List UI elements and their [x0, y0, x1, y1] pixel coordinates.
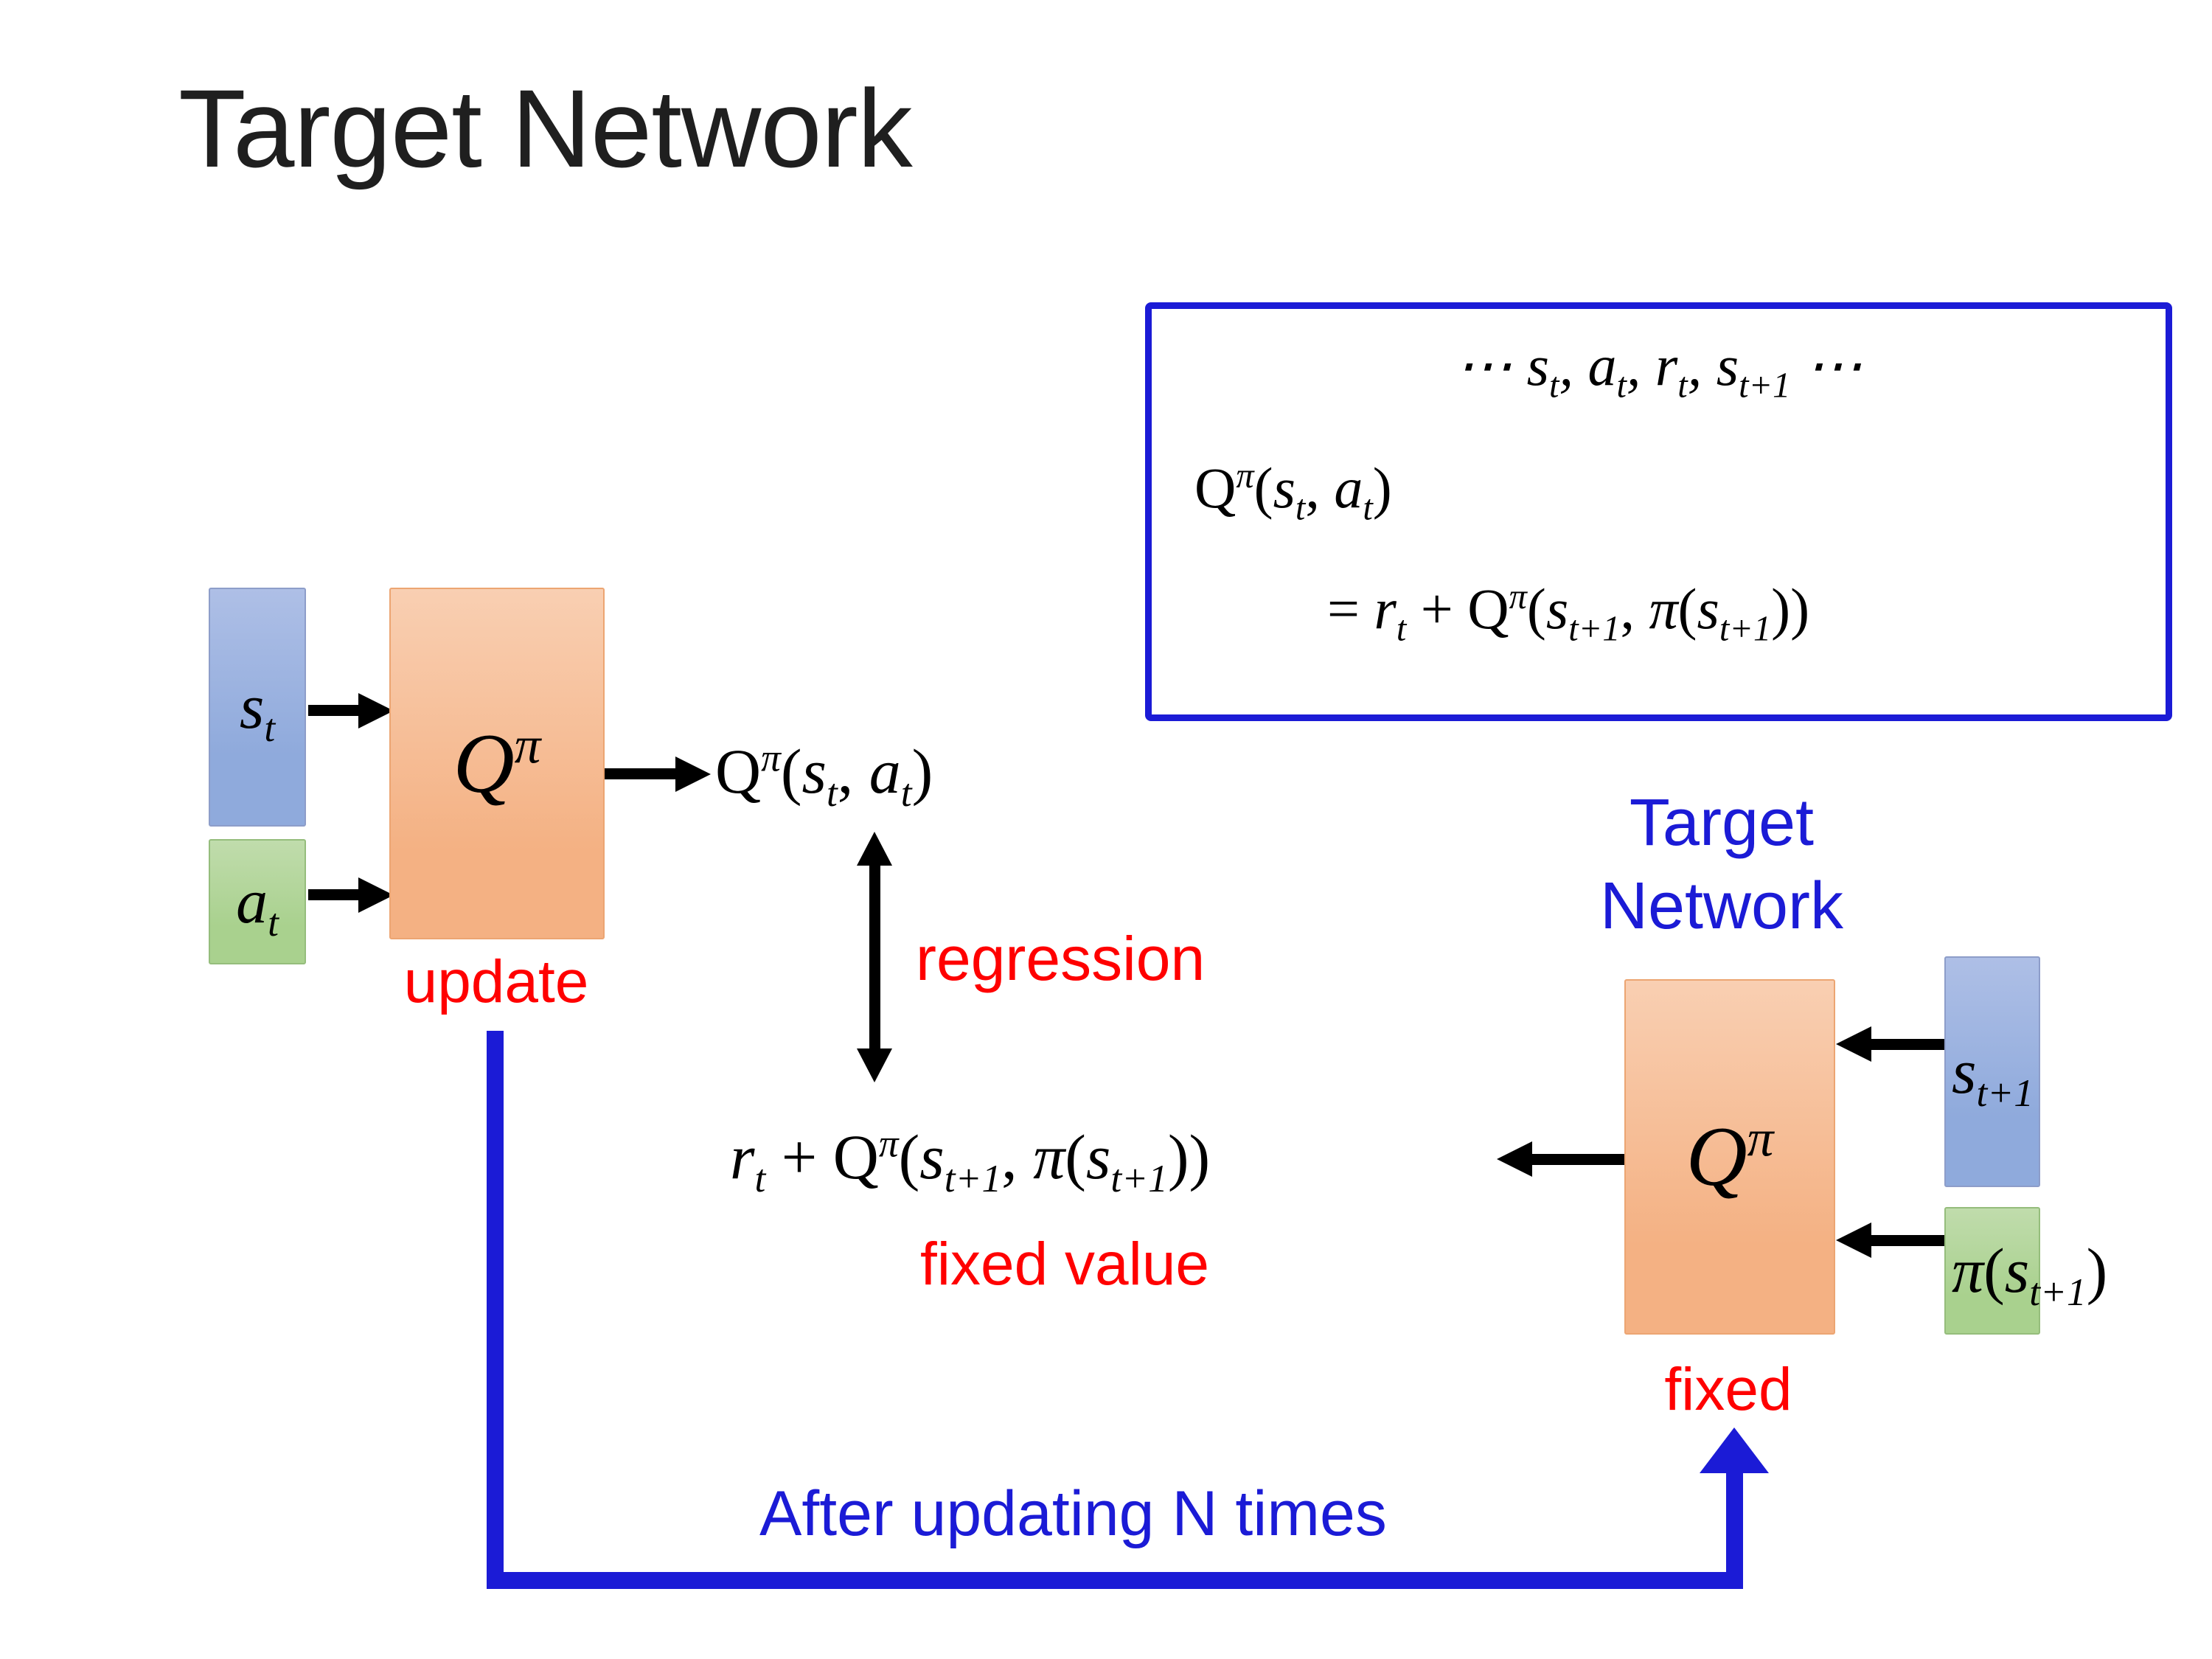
- target-network-label: Qπ: [1686, 1109, 1774, 1203]
- policy-input-box: π(st+1): [1944, 1207, 2107, 1335]
- q-network-label: Qπ: [453, 716, 541, 810]
- state-input-label: st: [239, 671, 276, 751]
- q-output-formula: Qπ(st, at): [715, 735, 933, 815]
- arrow-shaft: [308, 705, 361, 716]
- equation-box: ⋯ st, at, rt, st+1 ⋯ Qπ(st, at) = rt + Q…: [1145, 302, 2172, 721]
- fixed-value-label: fixed value: [920, 1231, 1210, 1298]
- arrow-head: [1836, 1026, 1871, 1062]
- bellman-formula: = rt + Qπ(st+1, π(st+1)): [1327, 577, 1810, 649]
- arrow-head: [675, 757, 711, 792]
- next-state-input-box: st+1: [1944, 956, 2040, 1187]
- target-network-title: Target Network: [1599, 786, 1844, 943]
- action-input-box: at: [209, 839, 306, 964]
- arrow-head: [857, 1048, 892, 1082]
- target-network-box: Qπ: [1624, 979, 1835, 1335]
- arrow-shaft: [1870, 1235, 1944, 1246]
- next-state-input-label: st+1: [1952, 1035, 2034, 1116]
- state-input-box: st: [209, 588, 306, 827]
- arrow-shaft: [308, 889, 361, 900]
- loop-arrow-head: [1700, 1427, 1769, 1473]
- target-value-formula: rt + Qπ(st+1, π(st+1)): [730, 1121, 1211, 1201]
- loop-segment-up: [1726, 1472, 1743, 1589]
- arrow-head: [358, 877, 394, 913]
- regression-label: regression: [916, 924, 1206, 993]
- loop-segment-down: [487, 1031, 504, 1589]
- arrow-head: [358, 693, 394, 728]
- arrow-shaft: [869, 864, 880, 1050]
- policy-input-label: π(st+1): [1952, 1234, 2108, 1315]
- arrow-head: [1836, 1222, 1871, 1258]
- update-label: update: [403, 948, 589, 1015]
- arrow-shaft: [1870, 1039, 1944, 1050]
- action-input-label: at: [236, 866, 279, 945]
- q-value-formula: Qπ(st, at): [1194, 456, 1392, 528]
- arrow-head: [857, 832, 892, 866]
- arrow-shaft: [1531, 1154, 1624, 1165]
- arrow-shaft: [605, 768, 678, 779]
- page-title: Target Network: [178, 66, 913, 190]
- update-loop-label: After updating N times: [759, 1478, 1387, 1549]
- q-network-box: Qπ: [389, 588, 605, 939]
- arrow-head: [1497, 1141, 1532, 1177]
- trajectory-formula: ⋯ st, at, rt, st+1 ⋯: [1455, 333, 1863, 406]
- loop-segment-across: [487, 1572, 1742, 1589]
- fixed-label: fixed: [1664, 1356, 1792, 1423]
